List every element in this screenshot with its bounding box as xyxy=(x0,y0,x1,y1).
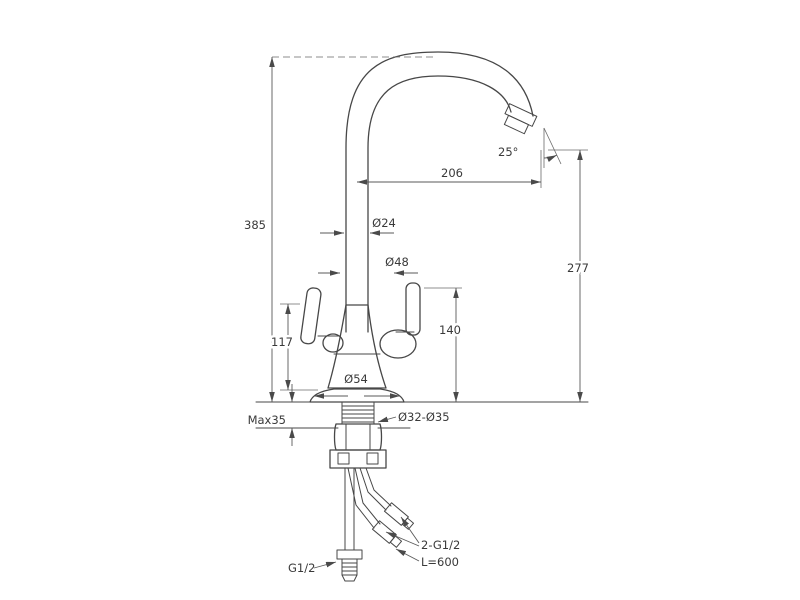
gooseneck-spout xyxy=(345,51,538,333)
pipe-diameter-label: Ø24 xyxy=(372,216,396,230)
spout-tip xyxy=(503,103,538,135)
faucet-body xyxy=(327,304,387,389)
angle-annotation: 25° xyxy=(498,127,562,168)
pipe-diameter-dim: Ø24 xyxy=(320,216,396,236)
spout-height-label: 277 xyxy=(567,261,589,275)
right-handle xyxy=(379,282,421,359)
upper-body-diameter-label: Ø48 xyxy=(385,255,409,269)
stabilizer-bracket xyxy=(329,449,387,469)
hole-diameter-dim: Ø32-Ø35 xyxy=(377,410,450,424)
dimension-lines: 385 277 206 25° Ø24 Ø48 1 xyxy=(244,56,591,575)
hose-thread-label: 2-G1/2 xyxy=(421,538,460,552)
max-thickness-label: Max35 xyxy=(248,413,286,427)
hose-length-label: L=600 xyxy=(421,555,459,569)
counter-lines xyxy=(255,401,589,429)
body-diameter-dim: Ø48 xyxy=(318,255,418,276)
base-flange xyxy=(309,388,405,403)
inlet-thread-dim: G1/2 xyxy=(288,561,337,575)
hose-length-dim: L=600 xyxy=(395,548,459,569)
angle-label: 25° xyxy=(498,145,518,159)
left-handle-height-label: 117 xyxy=(271,335,293,349)
base-diameter-label: Ø54 xyxy=(344,372,368,386)
inlet-fitting xyxy=(336,549,363,582)
supply-hoses xyxy=(336,467,415,582)
hole-diameter-label: Ø32-Ø35 xyxy=(398,410,450,424)
total-height-label: 385 xyxy=(244,218,266,232)
base-diameter-dim: Ø54 xyxy=(314,370,400,399)
hose-threads-dim: 2-G1/2 xyxy=(385,516,460,552)
mounting-shank xyxy=(329,401,387,469)
faucet-outline xyxy=(255,51,589,582)
hose-fitting-a xyxy=(371,520,403,548)
spout-reach-label: 206 xyxy=(441,166,463,180)
left-handle xyxy=(300,287,344,353)
counter-thickness-dim: Max35 xyxy=(248,384,295,446)
inlet-thread-label: G1/2 xyxy=(288,561,315,575)
mounting-nut xyxy=(333,423,383,451)
right-handle-height-label: 140 xyxy=(439,323,461,337)
hose-fitting-b xyxy=(383,502,415,530)
